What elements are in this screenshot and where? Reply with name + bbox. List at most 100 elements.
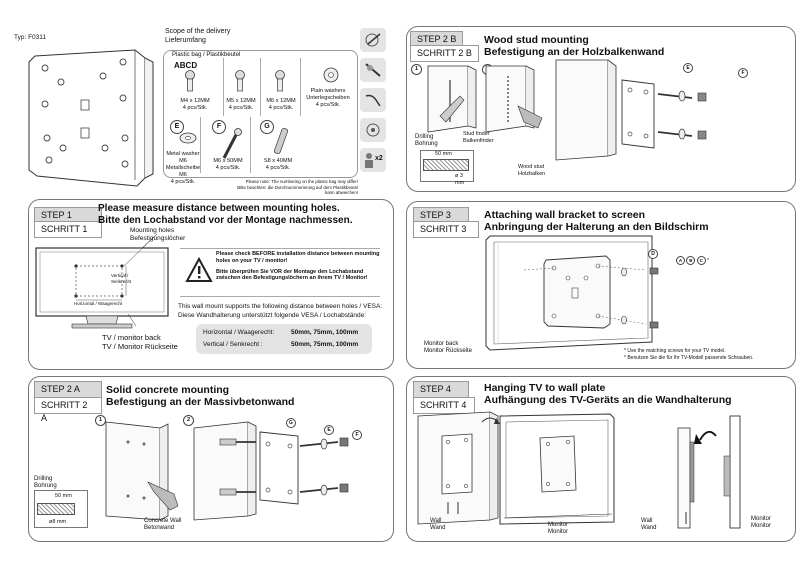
badge-c: C [696, 256, 706, 265]
screw-icon [185, 70, 195, 92]
divider [260, 58, 261, 116]
badge-g: G [286, 418, 296, 428]
type-code: Typ: F0311 [14, 34, 47, 41]
warning-text: Please check BEFORE installation distanc… [216, 251, 388, 282]
step-1-title: Please measure distance between mounting… [98, 203, 353, 226]
vertical-label: Vertical /Senkrecht [111, 273, 132, 284]
drill-depth: 50 mm [55, 493, 72, 499]
person-count: x2 [375, 155, 383, 162]
scope-title: Scope of the delivery Lieferumfang [165, 28, 230, 45]
scope-title-en: Scope of the delivery [165, 28, 231, 35]
divider [300, 58, 301, 116]
screw-icon [275, 70, 285, 92]
num-2: 2 [183, 415, 194, 426]
badge-f: F [212, 120, 226, 134]
badge-f: F [352, 430, 362, 440]
washer-icon [323, 67, 339, 83]
divider [223, 58, 224, 116]
level-icon [360, 118, 386, 142]
wood-stud-mount-illustration [555, 59, 707, 161]
monitor-back-bracket-illustration [485, 235, 659, 351]
vesa-v-label: Vertical / Senkrecht : [203, 341, 263, 348]
bolt-icon [222, 128, 242, 159]
matching-screws-note: * Use the matching screws for your TV mo… [624, 348, 754, 361]
drilling-diagram: 50 mm ø 3 mm [420, 150, 474, 186]
step-2a-de: SCHRITT 2 A [34, 397, 102, 423]
step-2b-de: SCHRITT 2 B [410, 45, 479, 62]
drill-icon [360, 58, 386, 82]
warning-icon [185, 256, 213, 282]
vesa-table [196, 324, 372, 354]
warning-en: Please check BEFORE installation distanc… [216, 251, 380, 264]
abcd-label: ABCD [174, 61, 198, 70]
step-2a-en: STEP 2 A [34, 381, 102, 398]
abc-badges: A B C * [676, 256, 709, 265]
drill-depth: 50 mm [435, 151, 452, 157]
vesa-h-value: 50mm, 75mm, 100mm [291, 329, 359, 336]
badge-g: G [260, 120, 274, 134]
badge-e: E [324, 425, 334, 435]
numbering-note: Please note: The numbering on the plasti… [237, 179, 358, 195]
horizontal-label: Horizontal / Waagerecht [74, 301, 123, 306]
concrete-drilling-illustration [105, 421, 179, 521]
screwdriver-icon [360, 28, 386, 52]
drill-hole [423, 159, 469, 171]
step-3-de: SCHRITT 3 [413, 221, 479, 238]
scope-title-de: Lieferumfang [165, 36, 206, 44]
num-1: 1 [95, 415, 106, 426]
step-1-de: SCHRITT 1 [34, 221, 102, 238]
tools-column: x2 [360, 28, 386, 172]
vesa-h-label: Horizontal / Waagerecht: [203, 329, 275, 336]
vesa-support-text: This wall mount supports the following d… [178, 303, 383, 319]
divider [250, 117, 251, 173]
badge-f: F [738, 68, 748, 78]
step-4-de: SCHRITT 4 [413, 397, 475, 414]
badge-b: B [686, 256, 696, 265]
vesa-v-value: 50mm, 75mm, 100mm [291, 341, 359, 348]
warning-de: Bitte überprüfen Sie VOR der Montage den… [216, 268, 368, 282]
bag-label: Plastic bag / Plastikbeutel [172, 52, 241, 58]
badge-d: D [648, 249, 658, 259]
wood-wall-illustration [427, 65, 543, 133]
wrench-icon [360, 88, 386, 112]
two-person-icon: x2 [360, 148, 386, 172]
badge-e: E [683, 63, 693, 73]
tv-back-illustration [35, 233, 169, 329]
badge-a: A [676, 256, 685, 265]
drill-diameter: ø 3 mm [455, 173, 465, 186]
divider [200, 117, 201, 173]
drill-hole [37, 503, 75, 515]
side-view-illustration [677, 415, 741, 529]
drilling-diagram: 50 mm ø8 mm [34, 490, 88, 528]
warning-bottom-rule [180, 296, 380, 297]
drill-diameter: ø8 mm [49, 519, 67, 525]
metal-washer-icon [179, 132, 197, 144]
concrete-mount-illustration [193, 421, 349, 521]
hanging-tv-illustration [417, 411, 615, 525]
step-4-en: STEP 4 [413, 381, 469, 398]
warning-top-rule [180, 248, 380, 249]
